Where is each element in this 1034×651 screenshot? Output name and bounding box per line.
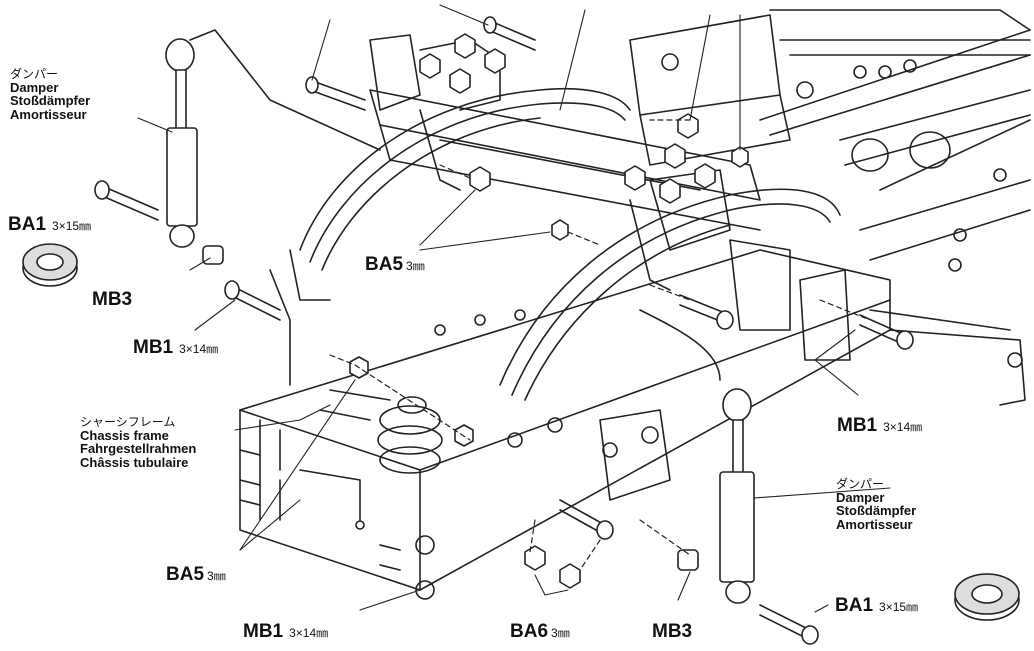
mb1-bottom-code: MB1 (243, 621, 284, 642)
mb1-left-code: MB1 (133, 337, 174, 358)
damper-right-art (677, 388, 755, 604)
ba6-code: BA6 (510, 621, 549, 642)
mb1-right-code: MB1 (837, 415, 878, 436)
ba1-left-label: BA1 3×15㎜ (8, 215, 91, 235)
damper-right-fr: Amortisseur (836, 516, 913, 532)
damper-right-en: Damper (836, 489, 885, 505)
assembly-arrows (329, 119, 866, 571)
ba5-upper-code: BA5 (365, 254, 404, 275)
chassis-frame-de: Fahrgestellrahmen (80, 441, 197, 457)
cross-member (369, 89, 761, 231)
mb3-right-code: MB3 (652, 621, 693, 642)
chassis-frame-jp: シャーシフレーム (80, 415, 176, 429)
damper-right-label: ダンパー Damper Stoßdämpfer Amortisseur (836, 478, 916, 532)
chassis-frame-rail (239, 249, 1026, 600)
damper-right-jp: ダンパー (836, 477, 885, 491)
ba1-right-code: BA1 (835, 595, 874, 616)
mb3-right-label: MB3 (652, 622, 692, 642)
ba5-lower-code: BA5 (166, 564, 205, 585)
mb3-left-label: MB3 (92, 290, 132, 310)
linkage-rods (189, 29, 721, 381)
part-nut-icon (22, 243, 1020, 621)
mb1-bottom-size: 3×14㎜ (289, 626, 329, 640)
ba5-upper-size: 3㎜ (406, 259, 425, 273)
damper-left-jp: ダンパー (10, 67, 59, 81)
ba1-right-size: 3×15㎜ (879, 600, 919, 614)
screws (94, 16, 914, 645)
mb1-right-size: 3×14㎜ (883, 420, 923, 434)
driveshaft (839, 89, 1031, 172)
ba1-left-code: BA1 (8, 214, 47, 235)
ba1-left-size: 3×15㎜ (52, 219, 92, 233)
chassis-frame-en: Chassis frame (80, 427, 169, 443)
leader-lines (137, 4, 891, 613)
damper-left-de: Stoßdämpfer (10, 93, 91, 109)
leaf-spring-right (499, 188, 841, 401)
ba6-size: 3㎜ (551, 626, 570, 640)
leaf-spring-left (269, 87, 631, 386)
damper-left-art (165, 38, 224, 265)
mb1-right-label: MB1 3×14㎜ (837, 416, 922, 436)
shackle-nuts (349, 33, 749, 589)
damper-right-de: Stoßdämpfer (836, 503, 917, 519)
gearbox (629, 14, 814, 166)
ba5-lower-size: 3㎜ (207, 569, 226, 583)
side-rails (759, 9, 1031, 272)
mb1-left-label: MB1 3×14㎜ (133, 338, 218, 358)
damper-left-fr: Amortisseur (10, 106, 87, 122)
damper-left-en: Damper (10, 79, 59, 95)
mb3-left-code: MB3 (92, 289, 133, 310)
ba1-right-label: BA1 3×15㎜ (835, 596, 918, 616)
damper-left-label: ダンパー Damper Stoßdämpfer Amortisseur (10, 68, 90, 122)
mb1-left-size: 3×14㎜ (179, 342, 219, 356)
chassis-frame-label: シャーシフレーム Chassis frame Fahrgestellrahmen… (80, 416, 196, 470)
chassis-frame-fr: Châssis tubulaire (80, 454, 189, 470)
mb1-bottom-label: MB1 3×14㎜ (243, 622, 328, 642)
